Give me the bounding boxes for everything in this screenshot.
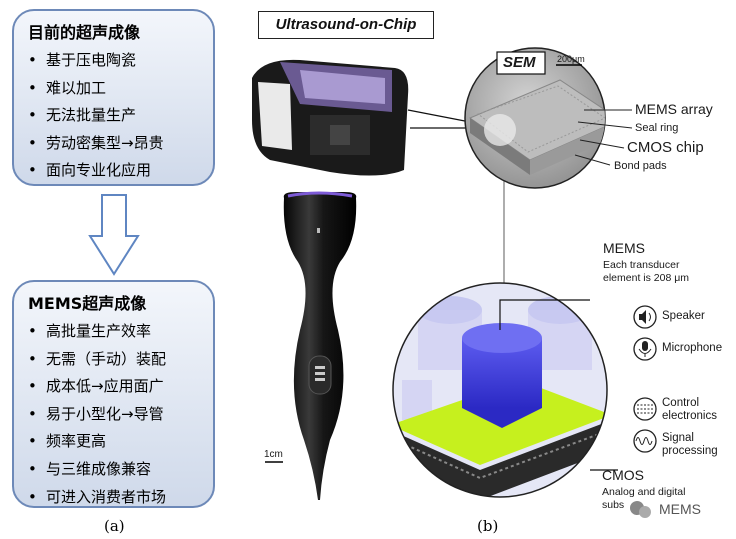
list-item: •高批量生产效率: [28, 322, 152, 340]
probe-handle: [265, 191, 357, 500]
mems-box-title: MEMS超声成像: [28, 294, 147, 313]
mems-note-line1: Each transducer: [603, 259, 680, 271]
list-item: •成本低→应用面广: [28, 377, 164, 396]
list-item: •无需（手动）装配: [28, 349, 167, 368]
list-item: •易于小型化→导管: [28, 404, 164, 423]
mems-list: •高批量生产效率 •无需（手动）装配 •成本低→应用面广 •易于小型化→导管 •…: [14, 318, 213, 511]
mems-cross-section: [392, 282, 618, 498]
ultrasound-on-chip-header: Ultrasound-on-Chip: [258, 11, 434, 39]
speaker-label: Speaker: [662, 310, 705, 322]
signal-label-1: Signal: [662, 432, 694, 444]
current-box-title: 目前的超声成像: [28, 23, 141, 42]
device-cutaway: [252, 59, 409, 176]
cmos-note-line1: Analog and digital: [602, 486, 686, 498]
speaker-icon: [633, 305, 657, 329]
down-arrow: [88, 194, 140, 276]
control-electronics-icon: [633, 397, 657, 421]
microphone-label: Microphone: [662, 342, 723, 354]
mems-note-line2: element is 208 μm: [603, 272, 690, 284]
watermark-icon: [630, 501, 651, 518]
callout-bond-pads: Bond pads: [614, 160, 667, 172]
list-item: •与三维成像兼容: [28, 459, 152, 478]
current-list: •基于压电陶瓷 •难以加工 •无法批量生产 •劳动密集型→昂贵 •面向专业化应用: [14, 47, 213, 185]
current-ultrasound-box: 目前的超声成像 •基于压电陶瓷 •难以加工 •无法批量生产 •劳动密集型→昂贵 …: [12, 9, 215, 186]
control-label-1: Control: [662, 397, 700, 409]
mems-ultrasound-box: MEMS超声成像 •高批量生产效率 •无需（手动）装配 •成本低→应用面广 •易…: [12, 280, 215, 508]
signal-processing-icon: [633, 429, 657, 453]
sem-scale-label: 200μm: [557, 54, 585, 64]
cmos-note-line2: subs: [602, 499, 625, 511]
callout-mems-array: MEMS array: [635, 101, 713, 117]
sem-circle: [464, 47, 633, 189]
caption-b: (b): [477, 517, 499, 535]
list-item: •难以加工: [28, 78, 107, 97]
list-item: •无法批量生产: [28, 106, 137, 125]
callout-cmos-chip: CMOS chip: [627, 139, 704, 156]
cmos-note-title: CMOS: [602, 467, 644, 483]
scale-1cm-label: 1cm: [264, 449, 283, 460]
sem-label: SEM: [503, 54, 536, 71]
microphone-icon: [633, 337, 657, 361]
list-item: •可进入消费者市场: [28, 487, 167, 506]
list-item: •基于压电陶瓷: [28, 51, 137, 69]
mems-note-title: MEMS: [603, 240, 645, 256]
control-label-2: electronics: [662, 410, 717, 422]
signal-label-2: processing: [662, 445, 718, 457]
list-item: •劳动密集型→昂贵: [28, 133, 164, 152]
callout-seal-ring: Seal ring: [635, 122, 679, 134]
caption-a: (a): [104, 517, 125, 535]
list-item: •面向专业化应用: [28, 161, 152, 180]
watermark-text: MEMS: [659, 501, 701, 517]
list-item: •频率更高: [28, 432, 107, 451]
